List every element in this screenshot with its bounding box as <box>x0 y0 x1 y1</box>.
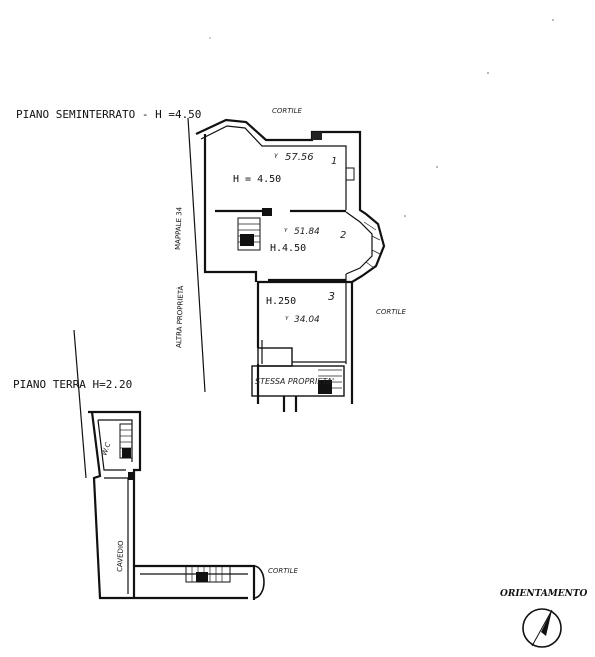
bay-window <box>363 221 381 269</box>
door-jamb <box>262 208 272 216</box>
cavedio-label: CAVEDIO <box>116 540 125 572</box>
room-3-height: H.250 <box>266 296 296 307</box>
room-2-number: 2 <box>340 230 346 241</box>
area-mark-2: ᵞ <box>284 227 288 237</box>
scan-specks <box>209 19 554 217</box>
room-3-area: 34.04 <box>294 315 320 325</box>
ground-boundary-line <box>73 329 87 479</box>
ground-outer-walls <box>88 410 256 600</box>
room-1-number: 1 <box>331 156 337 167</box>
altra-proprieta-label: ALTRA PROPRIETÀ <box>174 285 185 348</box>
pier-block <box>312 132 322 140</box>
basement-inner-walls <box>200 125 373 364</box>
area-mark-3: ᵞ <box>285 315 289 325</box>
stessa-proprieta-label: STESSA PROPRIETA' <box>255 377 334 386</box>
window-niche <box>345 167 355 181</box>
cortile-label-ground: CORTILE <box>268 567 299 575</box>
room-2-area: 51.84 <box>294 227 320 237</box>
ground-inner-walls <box>97 419 248 594</box>
property-boundary-line <box>187 117 206 393</box>
orientation-title: ORIENTAMENTO <box>500 589 588 599</box>
cortile-label-right: CORTILE <box>376 308 407 316</box>
staircase-lower <box>251 347 345 412</box>
wc-label: W.C <box>100 441 112 456</box>
basement-outer-walls <box>195 118 386 404</box>
ground-floor-title: PIANO TERRA H=2.20 <box>13 378 132 391</box>
area-mark-1: ᵞ <box>274 152 278 163</box>
room-3-number: 3 <box>328 290 335 303</box>
north-arrow-icon <box>522 608 562 648</box>
basement-title: PIANO SEMINTERRATO - H =4.50 <box>16 108 201 121</box>
cortile-label-top: CORTILE <box>272 107 303 115</box>
mappale-label: MAPPALE 34 <box>174 206 184 250</box>
wc-stair <box>119 423 134 480</box>
room-1-area: 57.56 <box>285 152 314 163</box>
staircase-basement <box>237 217 261 251</box>
room-1-height: H = 4.50 <box>233 174 281 185</box>
room-2-height: H.4.50 <box>270 243 306 254</box>
ground-stair <box>185 565 265 599</box>
